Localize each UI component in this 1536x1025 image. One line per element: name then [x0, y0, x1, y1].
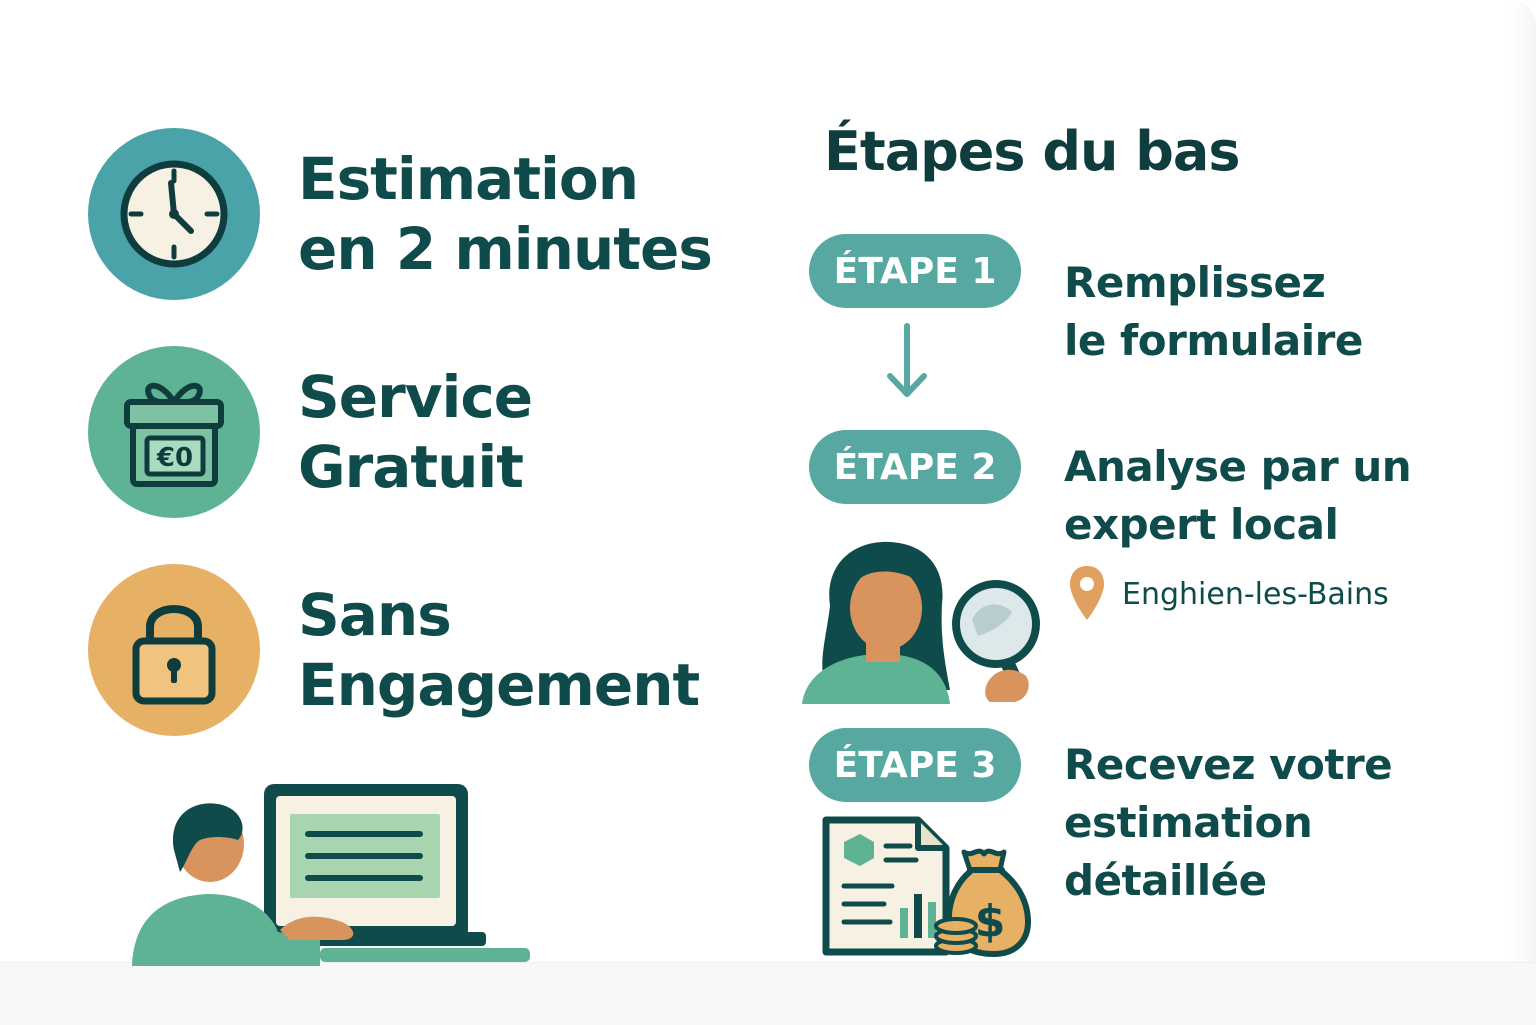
step-line: le formulaire — [1064, 316, 1363, 365]
feature-estimation: Estimation en 2 minutes — [88, 128, 713, 300]
price-badge-text: €0 — [156, 443, 193, 473]
expert-illustration — [802, 541, 1040, 704]
location: Enghien-les-Bains — [1068, 564, 1389, 624]
step-1-badge: ÉTAPE 1 — [809, 234, 1021, 308]
feature-line: Engagement — [298, 651, 700, 719]
location-text: Enghien-les-Bains — [1122, 576, 1389, 612]
page-edge — [1510, 0, 1536, 962]
feature-text: Estimation en 2 minutes — [298, 144, 713, 284]
step-3-text: Recevez votre estimation détaillée — [1064, 736, 1393, 910]
feature-line: Gratuit — [298, 433, 524, 501]
feature-gratuit: €0 Service Gratuit — [88, 346, 533, 518]
feature-line: Estimation — [298, 145, 639, 213]
report-money-illustration: $ — [822, 816, 1031, 957]
step-2-badge: ÉTAPE 2 — [809, 430, 1021, 504]
step-line: Remplissez — [1064, 258, 1326, 307]
lock-icon — [88, 564, 260, 736]
step-line: Analyse par un — [1064, 442, 1412, 491]
step-3-badge: ÉTAPE 3 — [809, 728, 1021, 802]
feature-text: Service Gratuit — [298, 362, 533, 502]
feature-line: Service — [298, 363, 533, 431]
arrow-down-icon — [887, 323, 927, 397]
step-line: détaillée — [1064, 856, 1267, 905]
step-2-text: Analyse par un expert local — [1064, 438, 1412, 554]
gift-euro-icon: €0 — [88, 346, 260, 518]
clock-icon — [88, 128, 260, 300]
step-line: Recevez votre — [1064, 740, 1393, 789]
step-1-text: Remplissez le formulaire — [1064, 254, 1363, 370]
bottom-strip — [0, 962, 1536, 1025]
feature-line: en 2 minutes — [298, 215, 713, 283]
map-pin-icon — [1070, 566, 1104, 620]
computer-user-illustration — [132, 784, 530, 966]
step-line: expert local — [1064, 500, 1339, 549]
svg-text:$: $ — [975, 896, 1006, 947]
step-line: estimation — [1064, 798, 1313, 847]
steps-title: Étapes du bas — [824, 120, 1240, 183]
feature-text: Sans Engagement — [298, 580, 700, 720]
feature-line: Sans — [298, 581, 452, 649]
feature-engagement: Sans Engagement — [88, 564, 700, 736]
